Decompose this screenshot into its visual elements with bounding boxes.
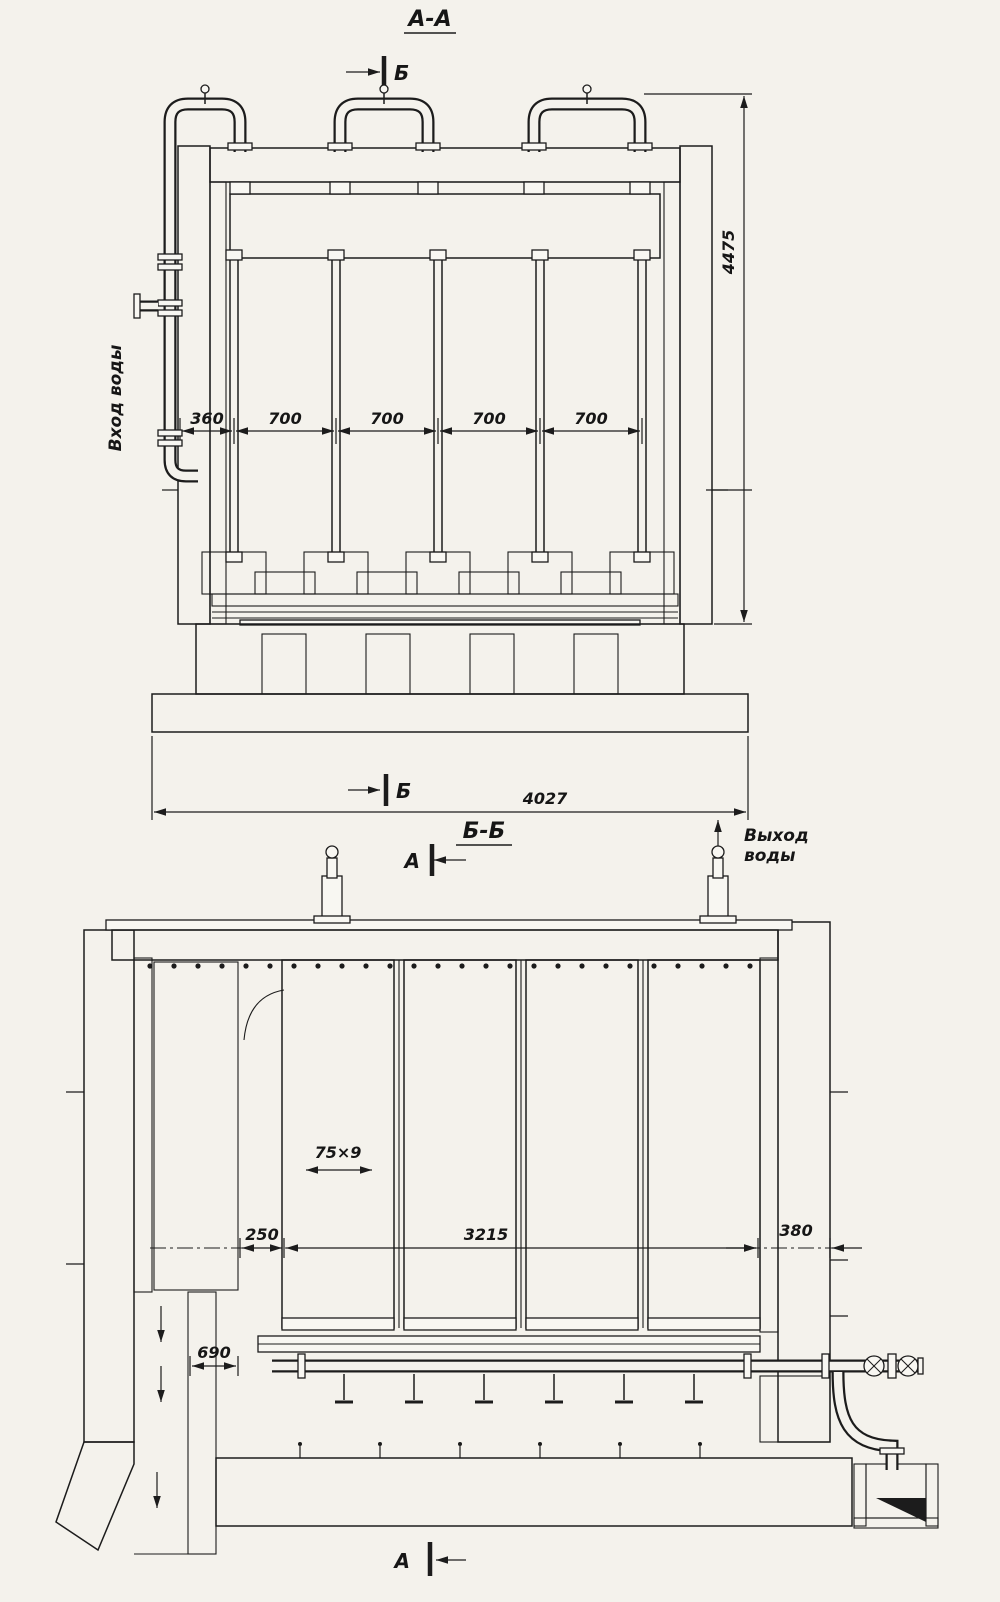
outlet-water-line1: Выход xyxy=(744,826,809,846)
lower-collectors xyxy=(257,1335,918,1470)
cut-mark-a-top: А xyxy=(403,844,466,876)
dim-4027-label: 4027 xyxy=(522,789,568,808)
dim-360: 360 xyxy=(190,409,223,428)
dim-380-label: 380 xyxy=(779,1221,812,1240)
section-aa: А-А Б xyxy=(106,7,752,820)
dim-690: 690 xyxy=(189,1343,239,1376)
right-lining xyxy=(663,181,681,625)
horizontal-tube-bank xyxy=(229,193,661,259)
cover-studs xyxy=(147,963,753,969)
gas-flow-arrows xyxy=(153,1306,165,1508)
right-wall xyxy=(679,145,713,625)
tube-headers xyxy=(229,181,651,195)
convective-tube-bundle xyxy=(153,961,239,1291)
pipe-hangers xyxy=(335,1374,703,1404)
bb-foundation xyxy=(215,1457,853,1527)
dim-690-label: 690 xyxy=(197,1343,230,1362)
top-nozzle-left xyxy=(313,845,351,924)
left-lining xyxy=(209,181,227,625)
bb-left-lining xyxy=(133,957,153,1293)
dim-700-2: 700 xyxy=(370,409,403,428)
section-bb-title: Б-Б xyxy=(463,819,506,844)
dim-width-4027: 4027 xyxy=(151,736,749,820)
dim-tube-75x9: 75×9 xyxy=(306,1143,372,1174)
bb-left-wall-footing xyxy=(55,1441,135,1552)
bb-right-lining xyxy=(759,957,779,1333)
dim-250-label: 250 xyxy=(245,1225,278,1244)
blowdown-valves xyxy=(863,1353,924,1379)
anchor-bolts xyxy=(298,1442,702,1458)
dim-700-3: 700 xyxy=(472,409,505,428)
cut-mark-b-bottom-label: Б xyxy=(396,779,411,803)
inlet-piping xyxy=(133,253,183,491)
dim-700-4: 700 xyxy=(574,409,607,428)
dim-4475-label: 4475 xyxy=(719,230,738,276)
foundation-openings xyxy=(261,633,619,695)
inlet-water-label: Вход воды xyxy=(106,345,126,452)
drain-pit xyxy=(853,1463,939,1529)
section-bb: Б-Б Выход воды А xyxy=(55,819,939,1576)
outlet-loops xyxy=(163,84,653,483)
bb-left-wall xyxy=(83,929,135,1443)
bottom-blocks xyxy=(201,551,679,626)
dim-height-4475: 4475 xyxy=(644,93,752,625)
pit-funnel xyxy=(876,1498,926,1522)
outlet-water-line2: воды xyxy=(744,846,796,866)
bay-dimensions: 360 700 700 700 700 xyxy=(179,409,643,444)
dim-row: 250 3215 380 xyxy=(150,1221,862,1258)
cut-mark-b-bottom: Б xyxy=(348,774,411,806)
top-nozzle-right xyxy=(699,845,737,924)
cut-mark-b-top-label: Б xyxy=(394,61,409,85)
section-aa-title: А-А xyxy=(406,7,451,32)
dim-75x9-label: 75×9 xyxy=(315,1143,362,1162)
bb-top-plate xyxy=(105,919,793,931)
top-cover xyxy=(209,147,681,183)
tube-screen-panels xyxy=(281,959,761,1331)
cut-mark-a-top-label: А xyxy=(403,849,420,873)
right-lower-block xyxy=(759,1375,831,1443)
base-slab xyxy=(151,693,749,733)
baffle-arc xyxy=(243,989,285,1041)
bb-top-cover xyxy=(111,929,779,961)
gas-channel-wall xyxy=(187,1291,217,1555)
cut-mark-a-bottom: А xyxy=(393,1542,466,1576)
outlet-water: Выход воды xyxy=(714,820,809,866)
cut-mark-b-top: Б xyxy=(346,56,409,88)
dim-3215-label: 3215 xyxy=(464,1225,509,1244)
dim-700-1: 700 xyxy=(268,409,301,428)
vertical-tube-columns xyxy=(225,249,651,563)
wall-ticks xyxy=(66,1091,848,1317)
cut-mark-a-bottom-label: А xyxy=(393,1549,410,1573)
